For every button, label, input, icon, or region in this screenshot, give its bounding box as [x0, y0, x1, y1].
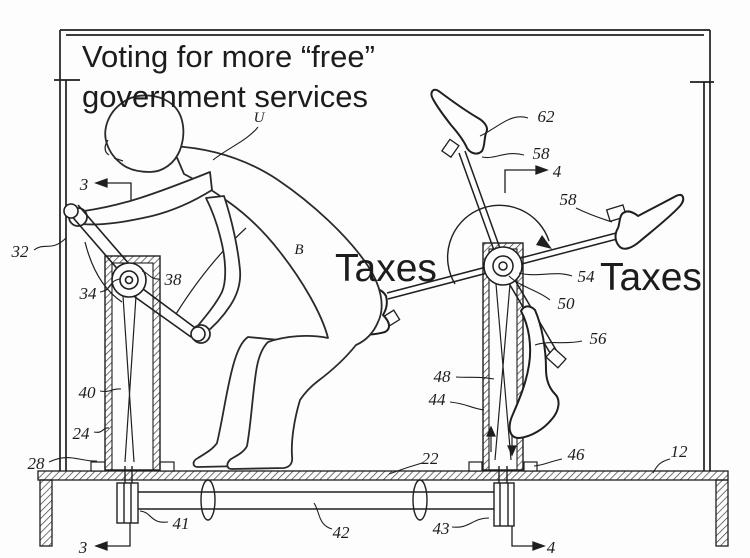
- taxes-label-right: Taxes: [600, 256, 702, 299]
- platform-left-leg: [39, 479, 53, 547]
- gearbox-left: [116, 482, 139, 524]
- ref-3-top: 3: [79, 175, 89, 194]
- crank-handle-lower: [190, 326, 206, 342]
- taxes-label-left: Taxes: [335, 247, 437, 290]
- ref-50: 50: [558, 294, 576, 313]
- section3-bottom-arrow-icon: [94, 541, 108, 551]
- ref-U: U: [254, 110, 266, 126]
- wheel-belt: [486, 283, 517, 461]
- ref-58-right: 58: [560, 190, 578, 209]
- crank-belt: [122, 295, 137, 463]
- shaft-rotation-mark-left: [200, 479, 216, 521]
- ref-4-bottom: 4: [547, 538, 556, 557]
- ref-28: 28: [28, 454, 46, 473]
- section-markers: [94, 165, 549, 551]
- meme-title: Voting for more “free” government servic…: [82, 39, 375, 114]
- ref-56: 56: [590, 329, 608, 348]
- rotation-arrow-icon: [536, 235, 552, 249]
- crank-station: [84, 227, 247, 471]
- ref-34: 34: [79, 284, 98, 303]
- ref-44: 44: [429, 390, 447, 409]
- ref-B: B: [294, 242, 303, 258]
- torso-and-near-leg: [171, 145, 383, 470]
- crank-pulley: [111, 262, 147, 298]
- section4-top-arrow-icon: [535, 165, 549, 175]
- ref-43: 43: [433, 519, 450, 538]
- far-arm: [74, 171, 213, 226]
- head: [104, 94, 185, 173]
- ref-38: 38: [164, 270, 183, 289]
- leader-lines: [33, 116, 671, 530]
- platform-right-leg: [715, 479, 729, 547]
- ref-4-top: 4: [553, 162, 562, 181]
- ref-32: 32: [11, 242, 30, 261]
- ref-42: 42: [333, 523, 351, 542]
- ref-62: 62: [538, 107, 556, 126]
- face-details: [104, 139, 124, 162]
- ref-24: 24: [73, 424, 91, 443]
- section3-top-arrow-icon: [94, 178, 108, 188]
- ref-41: 41: [173, 514, 190, 533]
- section4-bottom-arrow-icon: [532, 541, 546, 551]
- title-line-2: government services: [82, 79, 368, 114]
- ref-48: 48: [434, 367, 452, 386]
- crank-arms: [63, 203, 206, 342]
- boot-bottom: [508, 305, 560, 439]
- title-line-1: Voting for more “free”: [82, 39, 375, 74]
- room-outline: [54, 29, 714, 471]
- boot-brackets: [380, 138, 628, 369]
- reference-numerals: 3 32 34 38 40 24 28 3 41 42 43 22 12 46 …: [11, 107, 689, 557]
- human-figure: [68, 94, 383, 470]
- ref-40: 40: [79, 383, 97, 402]
- gearbox-right: [493, 482, 515, 527]
- shaft-rotation-mark-right: [412, 479, 428, 521]
- crank-handle-upper: [63, 203, 79, 219]
- wheel-rotation-arc: [446, 204, 552, 285]
- boot-top: [430, 88, 488, 155]
- drive-assembly: [116, 466, 515, 527]
- crank-motion-arcs: [84, 227, 247, 315]
- ref-58-upper: 58: [533, 144, 551, 163]
- ref-3-bottom: 3: [78, 538, 88, 557]
- ref-12: 12: [671, 442, 689, 461]
- near-arm: [193, 195, 242, 337]
- ref-54: 54: [578, 267, 596, 286]
- base-platform: [37, 461, 729, 547]
- wheel-hub: [483, 246, 523, 286]
- boot-right: [614, 193, 685, 250]
- ref-46: 46: [568, 445, 586, 464]
- crank-post: [105, 256, 160, 470]
- ref-22: 22: [422, 449, 440, 468]
